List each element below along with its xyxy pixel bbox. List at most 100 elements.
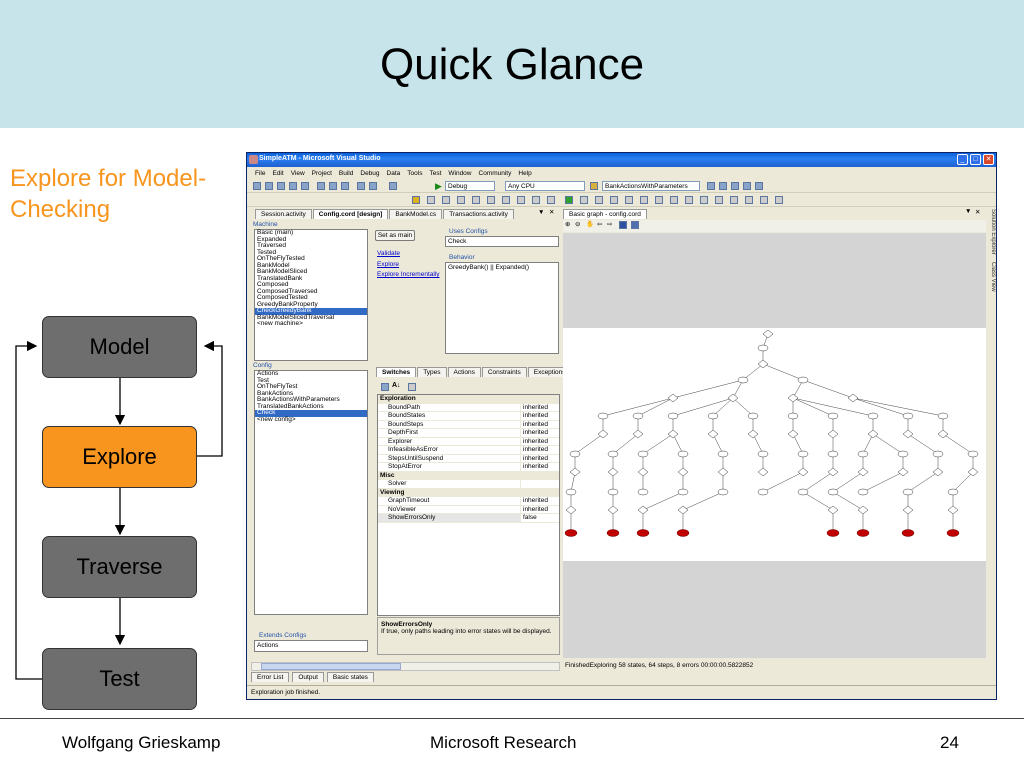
categorized-icon[interactable] <box>381 383 389 391</box>
explore-tool-icon[interactable] <box>565 196 573 204</box>
close-document-icon[interactable]: ✕ <box>549 209 555 216</box>
validate-link[interactable]: Validate <box>377 250 401 257</box>
basic-states-tab[interactable]: Basic states <box>326 672 374 682</box>
uses-configs-field[interactable]: Check <box>445 236 559 247</box>
model-tool-icon[interactable] <box>412 196 420 204</box>
list-item[interactable]: GreedyBankProperty <box>257 300 318 308</box>
tool-icon[interactable] <box>670 196 678 204</box>
tool-icon[interactable] <box>547 196 555 204</box>
menu-tools[interactable]: Tools <box>407 170 423 177</box>
list-item[interactable]: <new config> <box>257 415 296 423</box>
save-graph-icon[interactable] <box>619 221 627 229</box>
category-misc[interactable]: Misc <box>378 471 559 480</box>
tool-icon[interactable] <box>457 196 465 204</box>
tab-config-cord[interactable]: Config.cord [design] <box>312 209 389 219</box>
configuration-combo[interactable]: Debug <box>445 181 495 191</box>
explore-link[interactable]: Explore <box>377 261 400 268</box>
menu-test[interactable]: Test <box>429 170 442 177</box>
property-pages-icon[interactable] <box>408 383 416 391</box>
category-exploration[interactable]: Exploration <box>378 395 559 404</box>
list-item[interactable]: Traversed <box>257 242 287 249</box>
list-item[interactable]: BankModel <box>257 261 290 269</box>
close-button[interactable]: ✕ <box>983 154 994 165</box>
copy-icon[interactable] <box>329 182 337 190</box>
redo-icon[interactable] <box>369 182 377 190</box>
cut-icon[interactable] <box>317 182 325 190</box>
menu-window[interactable]: Window <box>448 170 472 177</box>
tool-icon[interactable] <box>760 196 768 204</box>
add-item-icon[interactable] <box>265 182 273 190</box>
new-project-icon[interactable] <box>253 182 261 190</box>
list-item[interactable]: TranslatedBankActions <box>257 402 324 410</box>
properties-icon[interactable] <box>719 182 727 190</box>
find-combo[interactable]: BankActionsWithParameters <box>602 181 700 191</box>
tool-icon[interactable] <box>580 196 588 204</box>
list-item[interactable]: BankModelSlicedTraversal <box>257 313 335 321</box>
zoom-in-icon[interactable]: ⊕ <box>565 221 571 228</box>
menu-build[interactable]: Build <box>338 170 354 177</box>
menu-help[interactable]: Help <box>518 170 532 177</box>
list-item[interactable]: Test <box>257 376 269 384</box>
list-item[interactable]: BankModelSliced <box>257 268 308 275</box>
tab-actions[interactable]: Actions <box>447 367 481 377</box>
list-item[interactable]: ComposedTested <box>257 294 308 301</box>
extends-configs-field[interactable]: Actions <box>254 640 368 652</box>
undo-icon[interactable] <box>357 182 365 190</box>
tool-icon[interactable] <box>502 196 510 204</box>
horizontal-scrollbar[interactable] <box>251 662 560 671</box>
platform-combo[interactable]: Any CPU <box>505 181 585 191</box>
tab-list-icon[interactable]: ▼ <box>538 209 545 216</box>
tool-icon[interactable] <box>775 196 783 204</box>
list-item[interactable]: Expanded <box>257 235 287 243</box>
tool-icon[interactable] <box>685 196 693 204</box>
tool-icon[interactable] <box>700 196 708 204</box>
list-item[interactable]: ComposedTraversed <box>257 287 318 295</box>
back-icon[interactable]: ⇦ <box>597 221 603 228</box>
state-graph[interactable] <box>563 328 986 561</box>
list-item[interactable]: BankActionsWithParameters <box>257 396 340 403</box>
list-item[interactable]: OnTheFlyTested <box>257 255 305 262</box>
object-browser-icon[interactable] <box>731 182 739 190</box>
tool-icon[interactable] <box>715 196 723 204</box>
navigate-back-icon[interactable] <box>389 182 397 190</box>
tool-icon[interactable] <box>472 196 480 204</box>
list-item-selected[interactable]: CheckGreedyBank <box>255 307 367 315</box>
tool-icon[interactable] <box>427 196 435 204</box>
save-all-icon[interactable] <box>301 182 309 190</box>
output-tab[interactable]: Output <box>292 672 324 682</box>
alphabetical-icon[interactable]: A↓ <box>392 382 401 389</box>
tool-icon[interactable] <box>532 196 540 204</box>
list-item-selected[interactable]: Check <box>255 409 367 417</box>
tool-icon[interactable] <box>610 196 618 204</box>
toolbox-icon[interactable] <box>743 182 751 190</box>
list-item[interactable]: Tested <box>257 248 277 256</box>
side-tab-solution-explorer[interactable]: Solution Explorer <box>990 209 996 255</box>
tool-icon[interactable] <box>487 196 495 204</box>
close-graph-icon[interactable]: ✕ <box>975 209 981 216</box>
list-item[interactable]: TranslatedBank <box>257 274 303 282</box>
menu-project[interactable]: Project <box>311 170 332 177</box>
find-icon[interactable] <box>590 182 598 190</box>
menu-data[interactable]: Data <box>386 170 401 177</box>
config-list[interactable]: Actions Test OnTheFlyTest BankActions Ba… <box>254 370 368 615</box>
tab-session-activity[interactable]: Session.activity <box>255 209 312 219</box>
tool-icon[interactable] <box>442 196 450 204</box>
machine-list[interactable]: Basic (main) Expanded Traversed Tested O… <box>254 229 368 361</box>
side-tab-class-view[interactable]: Class View <box>990 262 996 292</box>
list-item[interactable]: Basic (main) <box>257 229 294 236</box>
menu-debug[interactable]: Debug <box>360 170 380 177</box>
list-item[interactable]: <new machine> <box>257 320 303 327</box>
menu-view[interactable]: View <box>290 170 305 177</box>
error-list-tab[interactable]: Error List <box>251 672 290 682</box>
property-row[interactable]: Solver <box>378 480 559 489</box>
tab-transactions-activity[interactable]: Transactions.activity <box>443 209 514 219</box>
tool-icon[interactable] <box>655 196 663 204</box>
